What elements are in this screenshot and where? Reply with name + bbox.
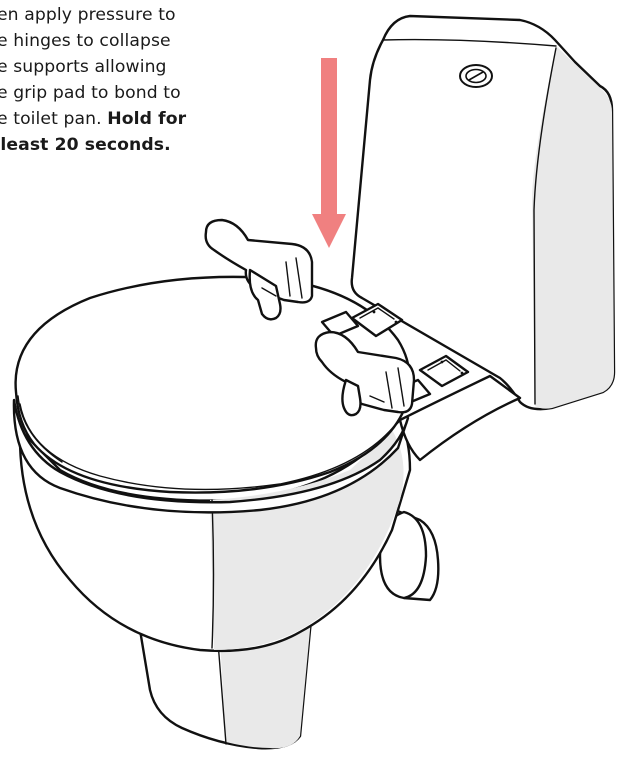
down-arrow-icon [312,58,346,248]
flush-button [460,65,492,87]
